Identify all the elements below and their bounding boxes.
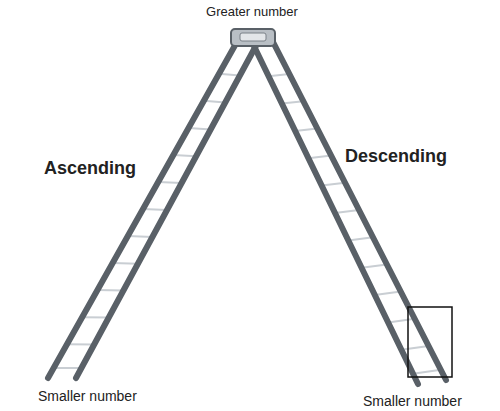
- direction-label: Ascending: [42, 158, 138, 179]
- ladder-rungs: [54, 74, 441, 374]
- highlight-box: [408, 307, 452, 377]
- bottom-label: Smaller number: [361, 393, 464, 409]
- bottom-label: Smaller number: [36, 388, 139, 404]
- direction-label: Descending: [343, 146, 449, 167]
- top-label: Greater number: [204, 5, 300, 20]
- ladder-top-cap-inset: [240, 33, 266, 41]
- ladder-top-cap: [231, 29, 275, 46]
- ladder-rails: [48, 40, 446, 384]
